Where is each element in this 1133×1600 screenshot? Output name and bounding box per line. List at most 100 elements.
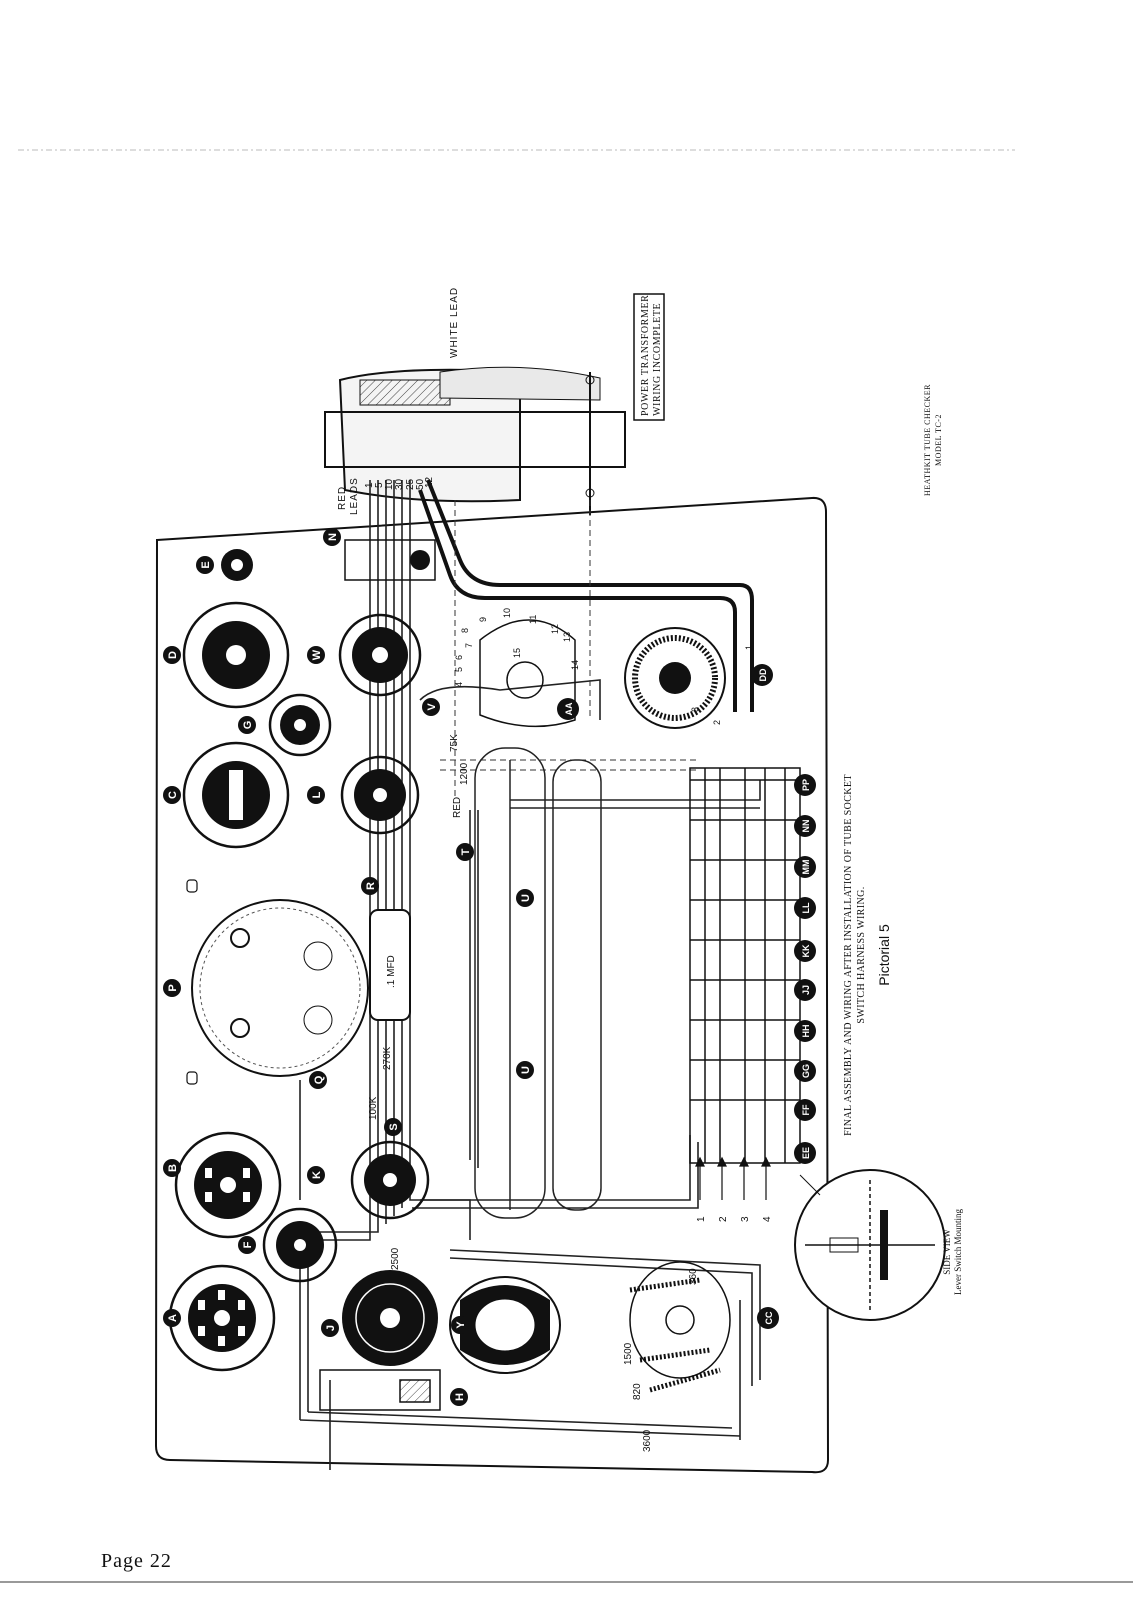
label-aa: AA: [564, 702, 574, 715]
side-view-circle: [794, 1169, 946, 1321]
socket-k: [350, 1140, 430, 1220]
socket-j: [342, 1270, 438, 1366]
pin-14: 14: [570, 660, 580, 670]
label-r-1200: 1200: [459, 762, 470, 785]
label-r: R: [365, 882, 377, 890]
pin-12: 12: [550, 624, 560, 634]
chassis-panel: [154, 496, 830, 1474]
transformer-note-box: [633, 293, 665, 421]
lever-switch-kk: KK: [801, 944, 811, 957]
socket-w: [338, 613, 422, 697]
tap-12: 12: [424, 476, 435, 488]
side-view-title: SIDE VIEW: [942, 1229, 952, 1275]
white-lead-label: WHITE LEAD: [449, 287, 460, 358]
socket-f: [262, 1207, 338, 1283]
row-number-1: 1: [696, 1216, 707, 1222]
lever-switch-ll: LL: [801, 902, 811, 913]
row-number-3: 3: [740, 1216, 751, 1222]
label-r-3600: 3600: [642, 1429, 653, 1452]
pin-13: 13: [562, 632, 572, 642]
pin-11: 11: [528, 615, 538, 624]
meter-p: [191, 899, 369, 1077]
label-j: J: [325, 1325, 337, 1331]
harness-wires: [299, 480, 761, 1470]
row-arrows: [695, 1156, 771, 1200]
tap-1: 1: [364, 482, 375, 488]
label-v: V: [426, 703, 438, 711]
label-e: E: [200, 561, 212, 568]
pin-1: 1: [744, 645, 754, 650]
label-dd: DD: [758, 668, 768, 681]
capacitor-point1-mfd: [369, 909, 411, 1021]
label-r-1500: 1500: [623, 1342, 634, 1365]
pin-9: 9: [478, 617, 488, 622]
socket-d: [182, 601, 290, 709]
socket-e: [221, 549, 253, 581]
lever-switch-jj: JJ: [801, 985, 811, 995]
tap-30: 30: [394, 478, 405, 490]
red-leads: [418, 479, 754, 712]
socket-b: [174, 1131, 282, 1239]
label-a: A: [167, 1314, 179, 1322]
label-r-2500: 2500: [390, 1247, 401, 1270]
label-w: W: [311, 649, 323, 660]
red-leads-label-1: RED: [337, 486, 348, 510]
socket-a: [168, 1264, 276, 1372]
potentiometer-dd: [624, 627, 726, 729]
wafer-switch-cc: [629, 1261, 731, 1393]
label-k: K: [311, 1171, 323, 1179]
red-leads-label-2: LEADS: [349, 477, 360, 515]
lever-switch-ee: EE: [801, 1147, 811, 1159]
row-number-4: 4: [762, 1216, 773, 1222]
label-u-lower: U: [520, 1066, 532, 1074]
caption-pictorial: Pictorial 5: [876, 924, 892, 986]
lever-switch-gg: GG: [801, 1064, 811, 1078]
label-s: S: [388, 1123, 400, 1130]
label-capacitor: .1 MFD: [386, 955, 397, 988]
switch-y: [449, 1276, 561, 1374]
pin-5: 5: [454, 667, 464, 672]
pin-10: 10: [502, 608, 512, 618]
switch-h-bracket: [319, 1369, 441, 1411]
side-view-subtitle: Lever Switch Mounting: [953, 1209, 963, 1295]
lever-switch-strip: [689, 767, 801, 1164]
lever-switch-mm: MM: [801, 860, 811, 875]
label-r-75k: 75K: [449, 734, 460, 752]
lever-switch-ff: FF: [801, 1104, 811, 1115]
label-c: C: [167, 791, 179, 799]
pin-7: 7: [464, 643, 474, 648]
tap-10: 10: [384, 478, 395, 490]
caption-title-1: FINAL ASSEMBLY AND WIRING AFTER INSTALLA…: [843, 774, 854, 1136]
label-u-upper: U: [520, 894, 532, 902]
power-transformer: [324, 366, 626, 515]
label-r-100k: 100K: [368, 1096, 379, 1120]
pin-4: 4: [454, 682, 464, 687]
label-d: D: [167, 651, 179, 659]
lever-switch-hh: HH: [801, 1025, 811, 1038]
label-h: H: [454, 1393, 466, 1401]
socket-n: [344, 539, 436, 581]
label-q: Q: [313, 1075, 325, 1084]
pin-15: 15: [512, 648, 522, 658]
lever-switch-nn: NN: [801, 820, 811, 833]
pin-2: 2: [712, 720, 722, 725]
tap-25: 25: [405, 478, 416, 490]
product-line-1: HEATHKIT TUBE CHECKER: [923, 384, 932, 496]
label-n: N: [327, 533, 339, 541]
label-cc: CC: [764, 1311, 774, 1324]
label-t: T: [460, 848, 472, 855]
filter-capacitors: [474, 747, 602, 1219]
product-line-2: MODEL TC-2: [934, 414, 943, 466]
socket-g: [268, 693, 332, 757]
label-b: B: [167, 1164, 179, 1172]
transformer-note-2: WIRING INCOMPLETE: [652, 303, 663, 416]
pin-8: 8: [460, 628, 470, 633]
page-number: Page 22: [101, 1550, 172, 1572]
socket-l: [340, 755, 420, 835]
caption-title-2: SWITCH HARNESS WIRING.: [856, 886, 867, 1023]
socket-c: [182, 741, 290, 849]
pin-3: 3: [690, 707, 700, 712]
pin-6: 6: [454, 655, 464, 660]
label-l: L: [311, 791, 323, 798]
